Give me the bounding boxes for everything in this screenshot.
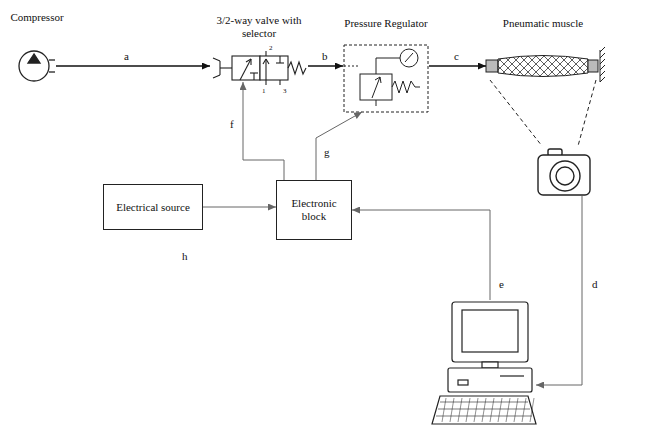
part-heading: Compressor [0,11,77,24]
heading-wrap: Compressor [0,11,77,24]
signal-letter: c [452,50,461,62]
box-label: Electrical source [116,201,190,214]
box-label: Electronic block [284,197,344,223]
signal-letter: f [228,118,236,130]
connector-arrow [308,65,343,66]
part-heading: Pressure Regulator [321,17,451,30]
connector-arrow [316,112,362,180]
compressor-symbol [19,51,55,81]
part-heading: Pneumatic muscle [478,17,608,30]
heading-wrap: 3/2-way valve with selector [214,14,304,40]
pressure-regulator: Pressure Regulator [343,44,429,112]
compressor: Compressor [18,50,56,82]
signal-letter: e [497,278,506,290]
connector-arrow [536,196,582,385]
regulator-symbol [344,45,428,112]
signal-letter: g [322,146,332,158]
pneumatic-muscle: Pneumatic muscle [486,54,600,78]
valve: 3/2-way valve with selector [210,54,308,82]
port-number: 2 [269,44,273,52]
connector-arrow [352,210,490,300]
connector-arrow [429,65,486,66]
port-number: 1 [262,87,266,95]
connector-arrow [203,207,276,208]
muscle-symbol [486,47,605,146]
valve-symbol [213,51,306,85]
port-number: 3 [283,87,287,95]
connector-arrow [56,65,210,66]
signal-letter: d [590,278,600,290]
computer-symbol [432,302,536,424]
heading-wrap: Pneumatic muscle [478,17,608,30]
signal-letter: b [320,50,330,62]
camera-symbol [538,149,590,195]
signal-letter: a [122,50,131,62]
source-box: Electrical source [103,184,203,230]
camera [537,148,591,196]
part-heading: 3/2-way valve with selector [214,14,304,40]
signal-letter: h [180,250,190,262]
control-box: Electronic block [276,180,352,240]
heading-wrap: Pressure Regulator [321,17,451,30]
computer [430,300,536,426]
connector-arrow [243,82,284,180]
